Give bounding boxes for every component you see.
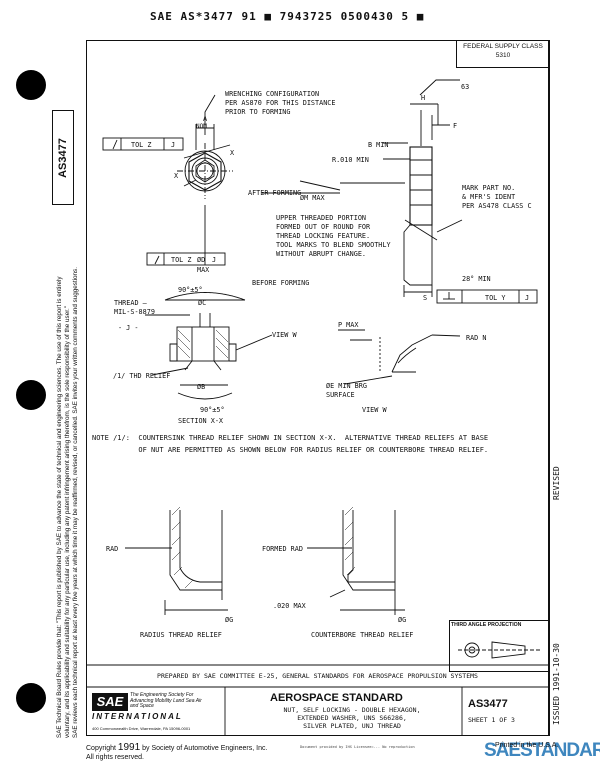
standard-description: NUT, SELF LOCKING - DOUBLE HEXAGON, EXTE…	[252, 706, 452, 730]
upper-threaded-4: TOOL MARKS TO BLEND SMOOTHLY	[276, 241, 391, 249]
thread-1: THREAD —	[114, 299, 148, 307]
side-doc-number-box: AS3477	[52, 110, 74, 205]
mark-part-1: MARK PART NO.	[462, 184, 515, 192]
surface-finish: 63	[461, 83, 469, 91]
note-line-2: OF NUT ARE PERMITTED AS SHOWN BELOW FOR …	[92, 446, 489, 454]
view-w	[338, 329, 461, 385]
formed-rad: FORMED RAD	[262, 545, 303, 553]
copyright-prefix: Copyright	[86, 745, 116, 752]
dim-h: H	[421, 94, 425, 102]
upper-threaded-3: THREAD LOCKING FEATURE.	[276, 232, 370, 240]
mark-part-3: PER AS478 CLASS C	[462, 202, 532, 210]
phi-b: ØB	[197, 383, 205, 391]
after-forming: AFTER FORMING	[248, 189, 301, 197]
license-notice: Document provided by IHS Licensee=... No…	[300, 745, 415, 749]
watermark-logo: SAESTANDARD	[484, 740, 600, 761]
b-min: B MIN	[368, 141, 388, 149]
phi-d: ØD	[197, 256, 205, 264]
rad-label: RAD	[106, 545, 118, 553]
drawing-frame	[86, 40, 549, 736]
dim-f: F	[453, 122, 457, 130]
angle-90-top: 90°±5°	[178, 286, 203, 294]
fcf-mid-tol: TOL Z	[171, 256, 191, 264]
datum-j: - J -	[118, 324, 138, 332]
third-angle-box	[449, 620, 549, 672]
p-max: P MAX	[338, 321, 359, 329]
phi-c: ØC	[198, 299, 206, 307]
mark-part-2: & MFR'S IDENT	[462, 193, 515, 201]
phi-e-2: SURFACE	[326, 391, 355, 399]
counterbore-title: COUNTERBORE THREAD RELIEF	[311, 631, 413, 639]
copyright-suffix: by Society of Automotive Engineers, Inc.	[142, 745, 268, 752]
phi-g-left: ØG	[225, 616, 233, 624]
standard-title: AEROSPACE STANDARD	[270, 692, 403, 704]
section-xx-title: SECTION X-X	[178, 417, 224, 425]
phi-d-max: MAX	[197, 266, 210, 274]
radius-relief-title: RADIUS THREAD RELIEF	[140, 631, 222, 639]
sae-international: INTERNATIONAL	[92, 712, 183, 721]
note-block: NOTE /1/: COUNTERSINK THREAD RELIEF SHOW…	[92, 432, 542, 456]
upper-threaded-5: WITHOUT ABRUPT CHANGE.	[276, 250, 366, 258]
section-mark-right: X	[230, 149, 235, 157]
r-010-min: R.010 MIN	[332, 156, 369, 164]
phi-g-right: ØG	[398, 616, 406, 624]
phi-e-1: ØE MIN BRG	[326, 382, 367, 390]
fcf-top-datum: J	[171, 141, 175, 149]
header-line: SAE AS*3477 91 ■ 7943725 0500430 5 ■	[150, 10, 425, 23]
sae-address: 400 Commonwealth Drive, Warrendale, PA 1…	[92, 726, 191, 731]
third-angle-label: THIRD ANGLE PROJECTION	[451, 622, 522, 628]
note-line-1: NOTE /1/: COUNTERSINK THREAD RELIEF SHOW…	[92, 434, 489, 442]
fcf-right-datum: J	[525, 294, 529, 302]
radius-relief-drawing	[125, 506, 228, 615]
nut-top-view	[177, 143, 233, 199]
section-mark-left: X	[174, 172, 179, 180]
right-margin-line	[549, 40, 550, 736]
prepared-by: PREPARED BY SAE COMMITTEE E-25, GENERAL …	[157, 672, 478, 680]
fsc-label: FEDERAL SUPPLY CLASS	[463, 43, 543, 50]
upper-threaded-1: UPPER THREADED PORTION	[276, 214, 366, 222]
punch-hole-bottom	[16, 683, 46, 713]
desc-line-2: EXTENDED WASHER, UNS S66286,	[297, 714, 407, 722]
sae-logo: SAE	[92, 693, 128, 711]
copyright-year: 1991	[117, 742, 141, 753]
counterbore-relief-drawing	[307, 506, 405, 615]
federal-supply-class-box: FEDERAL SUPPLY CLASS 5310	[456, 40, 549, 68]
copyright: Copyright 1991 by Society of Automotive …	[86, 743, 267, 762]
view-w-leader: VIEW W	[272, 331, 297, 339]
thread-2: MIL-S-8879	[114, 308, 155, 316]
drawing-callouts: WRENCHING CONFIGURATION PER AS870 FOR TH…	[106, 83, 532, 639]
fcf-mid-datum: J	[212, 256, 216, 264]
document-number: AS3477	[468, 698, 508, 710]
desc-line-3: SILVER PLATED, UNJ THREAD	[303, 722, 401, 730]
view-w-title: VIEW W	[362, 406, 387, 414]
dim-a-nom: NOM	[196, 123, 207, 130]
before-forming: BEFORE FORMING	[252, 279, 309, 287]
nut-side-view	[340, 79, 463, 297]
sheet-number: SHEET 1 OF 3	[468, 716, 515, 724]
fcf-right-tol: TOL Y	[485, 294, 505, 302]
rad-n: RAD N	[466, 334, 486, 342]
fcf-top-tol: TOL Z	[131, 141, 151, 149]
dim-s: S	[423, 294, 427, 302]
upper-threaded-2: FORMED OUT OF ROUND FOR	[276, 223, 371, 231]
thd-relief: /1/ THD RELIEF	[113, 372, 170, 380]
wrenching-line-1: WRENCHING CONFIGURATION	[225, 90, 319, 98]
max-020: .020 MAX	[273, 602, 307, 610]
angle-90-bot: 90°±5°	[200, 406, 225, 414]
wrenching-line-3: PRIOR TO FORMING	[225, 108, 290, 116]
fsc-value: 5310	[495, 52, 511, 59]
printed-in: Printed in the U.S.A.	[495, 742, 559, 749]
punch-hole-top	[16, 70, 46, 100]
all-rights: All rights reserved.	[86, 754, 144, 761]
dim-a: A	[203, 115, 207, 123]
wrenching-line-2: PER AS870 FOR THIS DISTANCE	[225, 99, 336, 107]
section-xx	[145, 292, 246, 400]
sae-tagline: The Engineering Society For Advancing Mo…	[130, 692, 202, 709]
desc-line-1: NUT, SELF LOCKING - DOUBLE HEXAGON,	[283, 706, 421, 714]
third-angle-symbol	[458, 641, 540, 659]
phi-m-max: ØM MAX	[300, 194, 325, 202]
punch-hole-middle	[16, 380, 46, 410]
angle-28-min: 28° MIN	[462, 275, 491, 283]
